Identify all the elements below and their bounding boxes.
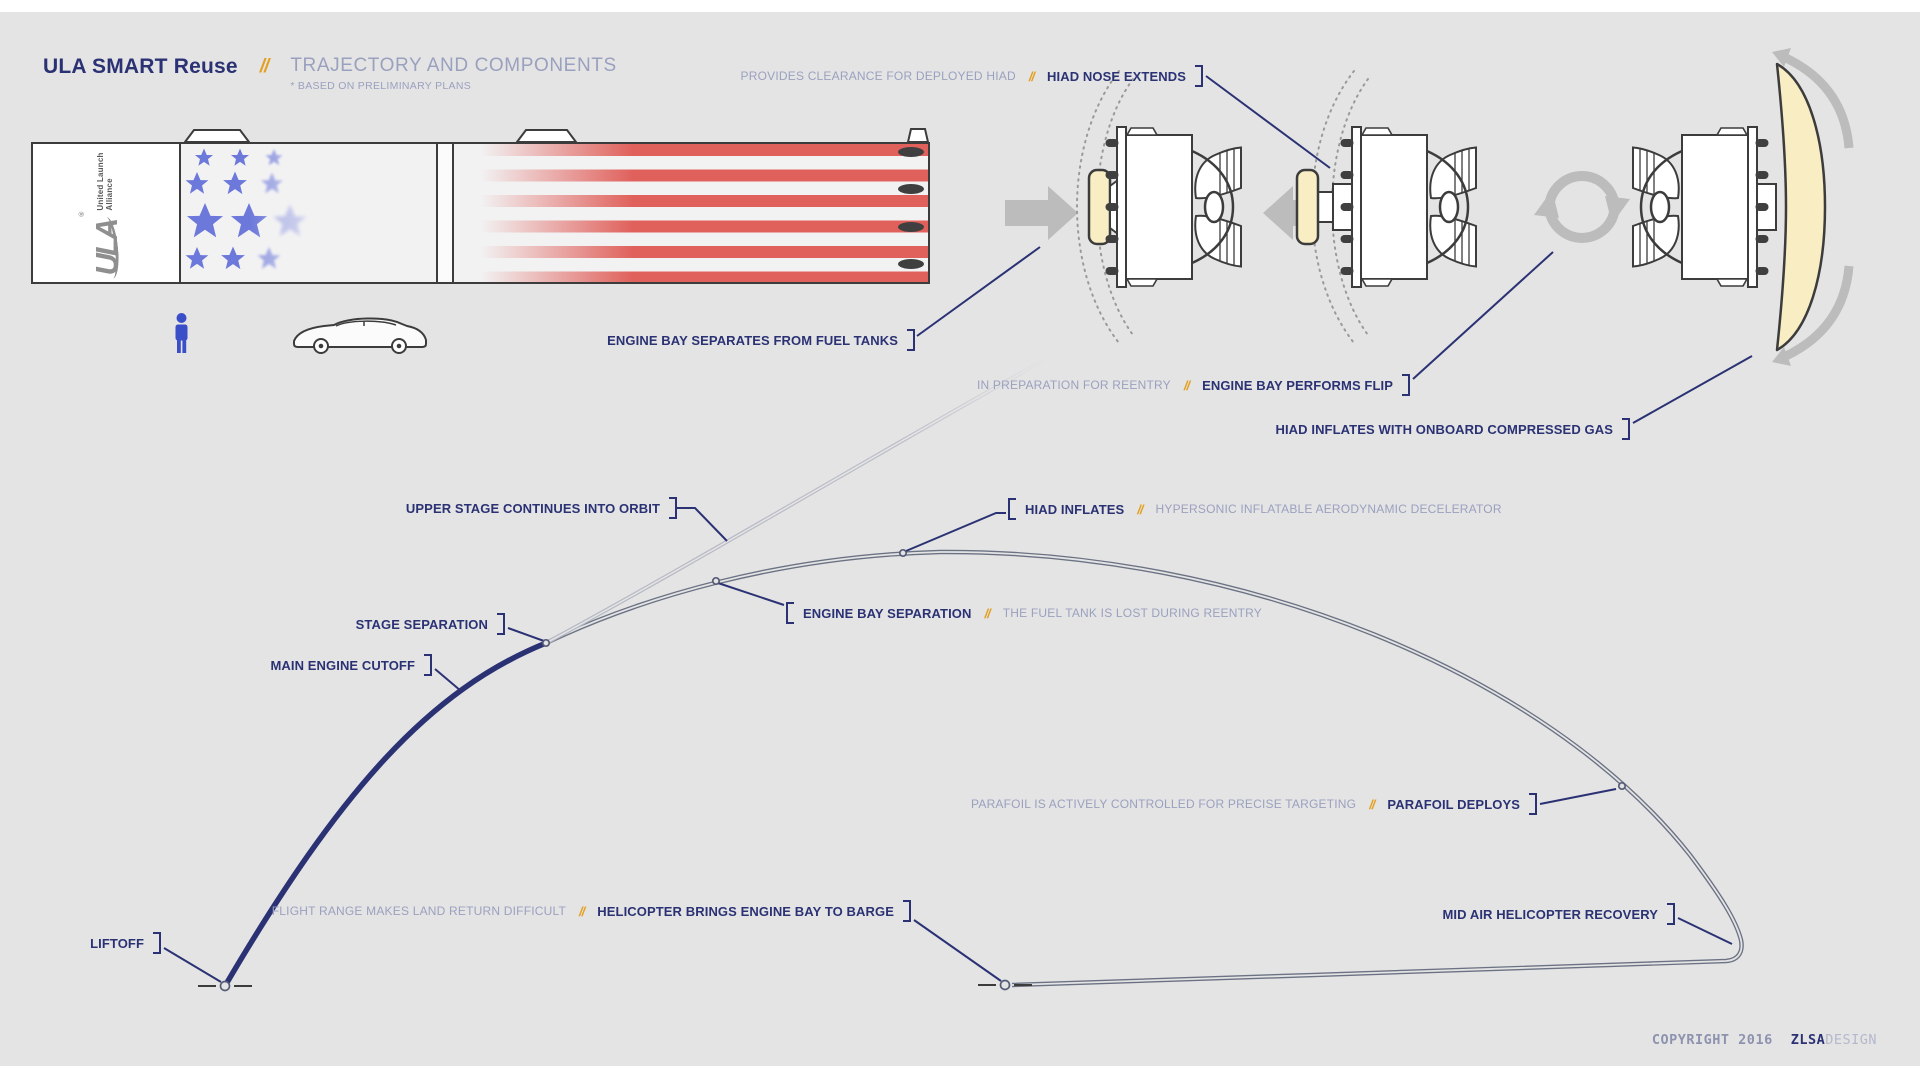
designer-brand: ZLSA	[1790, 1032, 1826, 1048]
trajectory-markers	[219, 548, 1627, 992]
callout-parafoil-deploys: PARAFOIL IS ACTIVELY CONTROLLED FOR PREC…	[971, 792, 1537, 816]
title-block: TRAJECTORY AND COMPONENTS * BASED ON PRE…	[290, 55, 616, 92]
slash-separator-icon: //	[1369, 796, 1375, 812]
bracket-icon	[153, 932, 161, 954]
callout-label: HIAD NOSE EXTENDS	[1047, 68, 1186, 84]
inflated-hiad	[1775, 62, 1827, 352]
engine-bay-flipped	[1631, 48, 1854, 366]
hiad-sweep-arrows-icon	[1772, 48, 1854, 366]
callout-note: IN PREPARATION FOR REENTRY	[976, 378, 1171, 392]
bracket-icon	[1667, 903, 1675, 925]
brand-title: ULA SMART Reuse	[43, 55, 238, 78]
callout-label: MID AIR HELICOPTER RECOVERY	[1442, 906, 1658, 922]
arrow-right-icon	[1005, 186, 1078, 240]
bracket-icon	[497, 613, 505, 635]
rocket-illustration: ULA® United Launch Alliance	[31, 142, 930, 284]
callout-mid-air-recovery: MID AIR HELICOPTER RECOVERY	[1442, 902, 1675, 926]
copyright-text: COPYRIGHT 2016	[1651, 1032, 1773, 1048]
callout-upper-stage: UPPER STAGE CONTINUES INTO ORBIT	[406, 496, 677, 520]
stage-joint-divider	[436, 144, 454, 282]
callout-liftoff: LIFTOFF	[90, 931, 161, 955]
flag-stripes	[452, 144, 928, 282]
page-title: TRAJECTORY AND COMPONENTS	[290, 55, 617, 76]
bracket-icon	[903, 900, 911, 922]
bracket-icon	[1008, 498, 1016, 520]
flag-stars	[185, 145, 360, 281]
callout-label: STAGE SEPARATION	[355, 616, 488, 632]
slash-separator-icon: //	[259, 56, 270, 77]
ula-logo-section: ULA® United Launch Alliance	[33, 144, 181, 282]
callout-label: HELICOPTER BRINGS ENGINE BAY TO BARGE	[597, 903, 894, 919]
callout-note: PROVIDES CLEARANCE FOR DEPLOYED HIAD	[740, 69, 1016, 83]
callout-note: THE FUEL TANK IS LOST DURING REENTRY	[1002, 606, 1262, 620]
bracket-icon	[1622, 418, 1630, 440]
slash-separator-icon: //	[984, 605, 991, 621]
callout-hiad-inflates: HIAD INFLATES // HYPERSONIC INFLATABLE A…	[1008, 497, 1502, 521]
callout-stage-separation: STAGE SEPARATION	[356, 612, 505, 636]
arrow-left-icon	[1263, 186, 1317, 240]
bracket-icon	[424, 654, 432, 676]
trajectory	[222, 356, 1744, 988]
bracket-icon	[1529, 793, 1537, 815]
person-scale-icon	[175, 313, 188, 353]
callout-note: FLIGHT RANGE MAKES LAND RETURN DIFFICULT	[271, 904, 567, 918]
ground-marks	[198, 984, 1032, 987]
flip-rotation-icon	[1534, 171, 1630, 243]
callout-engine-bay-separation: ENGINE BAY SEPARATION // THE FUEL TANK I…	[786, 601, 1262, 625]
slash-separator-icon: //	[1183, 377, 1190, 393]
bracket-icon	[1402, 374, 1410, 396]
callout-label: PARAFOIL DEPLOYS	[1387, 796, 1520, 812]
callout-engine-bay-flip: IN PREPARATION FOR REENTRY // ENGINE BAY…	[977, 373, 1410, 397]
callout-label: ENGINE BAY SEPARATION	[803, 605, 972, 621]
footer: COPYRIGHT 2016 ZLSA DESIGN	[1652, 1032, 1877, 1048]
bracket-icon	[1195, 65, 1203, 87]
callout-note: PARAFOIL IS ACTIVELY CONTROLLED FOR PREC…	[971, 797, 1357, 811]
rocket-details	[183, 128, 930, 269]
bracket-icon	[669, 497, 677, 519]
callout-hiad-inflates-gas: HIAD INFLATES WITH ONBOARD COMPRESSED GA…	[1275, 417, 1630, 441]
engine-bay-stowed	[1076, 70, 1243, 344]
liftoff-marker	[219, 980, 231, 992]
bracket-icon	[907, 329, 915, 351]
slash-separator-icon: //	[1028, 68, 1035, 84]
designer-brand-suffix: DESIGN	[1825, 1032, 1877, 1048]
barge-marker	[999, 979, 1011, 991]
engine-bay-nose-extended	[1295, 70, 1478, 344]
car-scale-icon	[293, 317, 427, 354]
callout-engine-bay-separates: ENGINE BAY SEPARATES FROM FUEL TANKS	[607, 328, 915, 352]
callout-hiad-nose-extends: PROVIDES CLEARANCE FOR DEPLOYED HIAD // …	[741, 64, 1203, 88]
callout-label: LIFTOFF	[90, 935, 144, 951]
header: ULA SMART Reuse // TRAJECTORY AND COMPON…	[43, 55, 617, 92]
slash-separator-icon: //	[579, 903, 585, 919]
callout-label: MAIN ENGINE CUTOFF	[270, 657, 415, 673]
callout-label: ENGINE BAY PERFORMS FLIP	[1202, 377, 1393, 393]
powered-ascent-segment	[222, 640, 548, 988]
callout-label: UPPER STAGE CONTINUES INTO ORBIT	[405, 500, 660, 516]
callout-label: HIAD INFLATES	[1025, 501, 1125, 517]
bracket-icon	[786, 602, 794, 624]
leader-lines	[163, 75, 1753, 983]
callout-label: ENGINE BAY SEPARATES FROM FUEL TANKS	[607, 332, 898, 348]
callout-helicopter-barge: FLIGHT RANGE MAKES LAND RETURN DIFFICULT…	[272, 899, 911, 923]
callout-note: HYPERSONIC INFLATABLE AERODYNAMIC DECELE…	[1155, 502, 1502, 516]
slash-separator-icon: //	[1137, 501, 1143, 517]
callout-label: HIAD INFLATES WITH ONBOARD COMPRESSED GA…	[1275, 421, 1613, 437]
page-subtitle: * BASED ON PRELIMINARY PLANS	[290, 80, 472, 92]
callout-main-engine-cutoff: MAIN ENGINE CUTOFF	[270, 653, 432, 677]
